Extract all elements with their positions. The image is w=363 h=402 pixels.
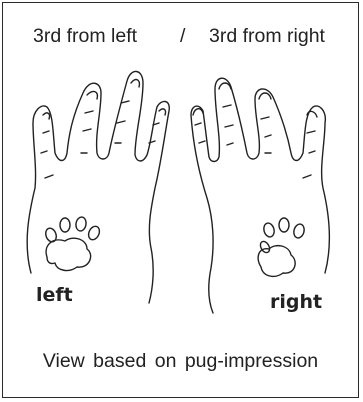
footer-caption: View based on pug-impression (3, 350, 358, 373)
left-hand-drawing (27, 71, 169, 303)
figure-frame: 3rd from left / 3rd from right (2, 2, 359, 398)
paw-diagram (3, 3, 360, 399)
right-hand-drawing (191, 78, 329, 313)
left-hand-label: left (36, 284, 73, 306)
right-hand-label: right (270, 291, 322, 313)
